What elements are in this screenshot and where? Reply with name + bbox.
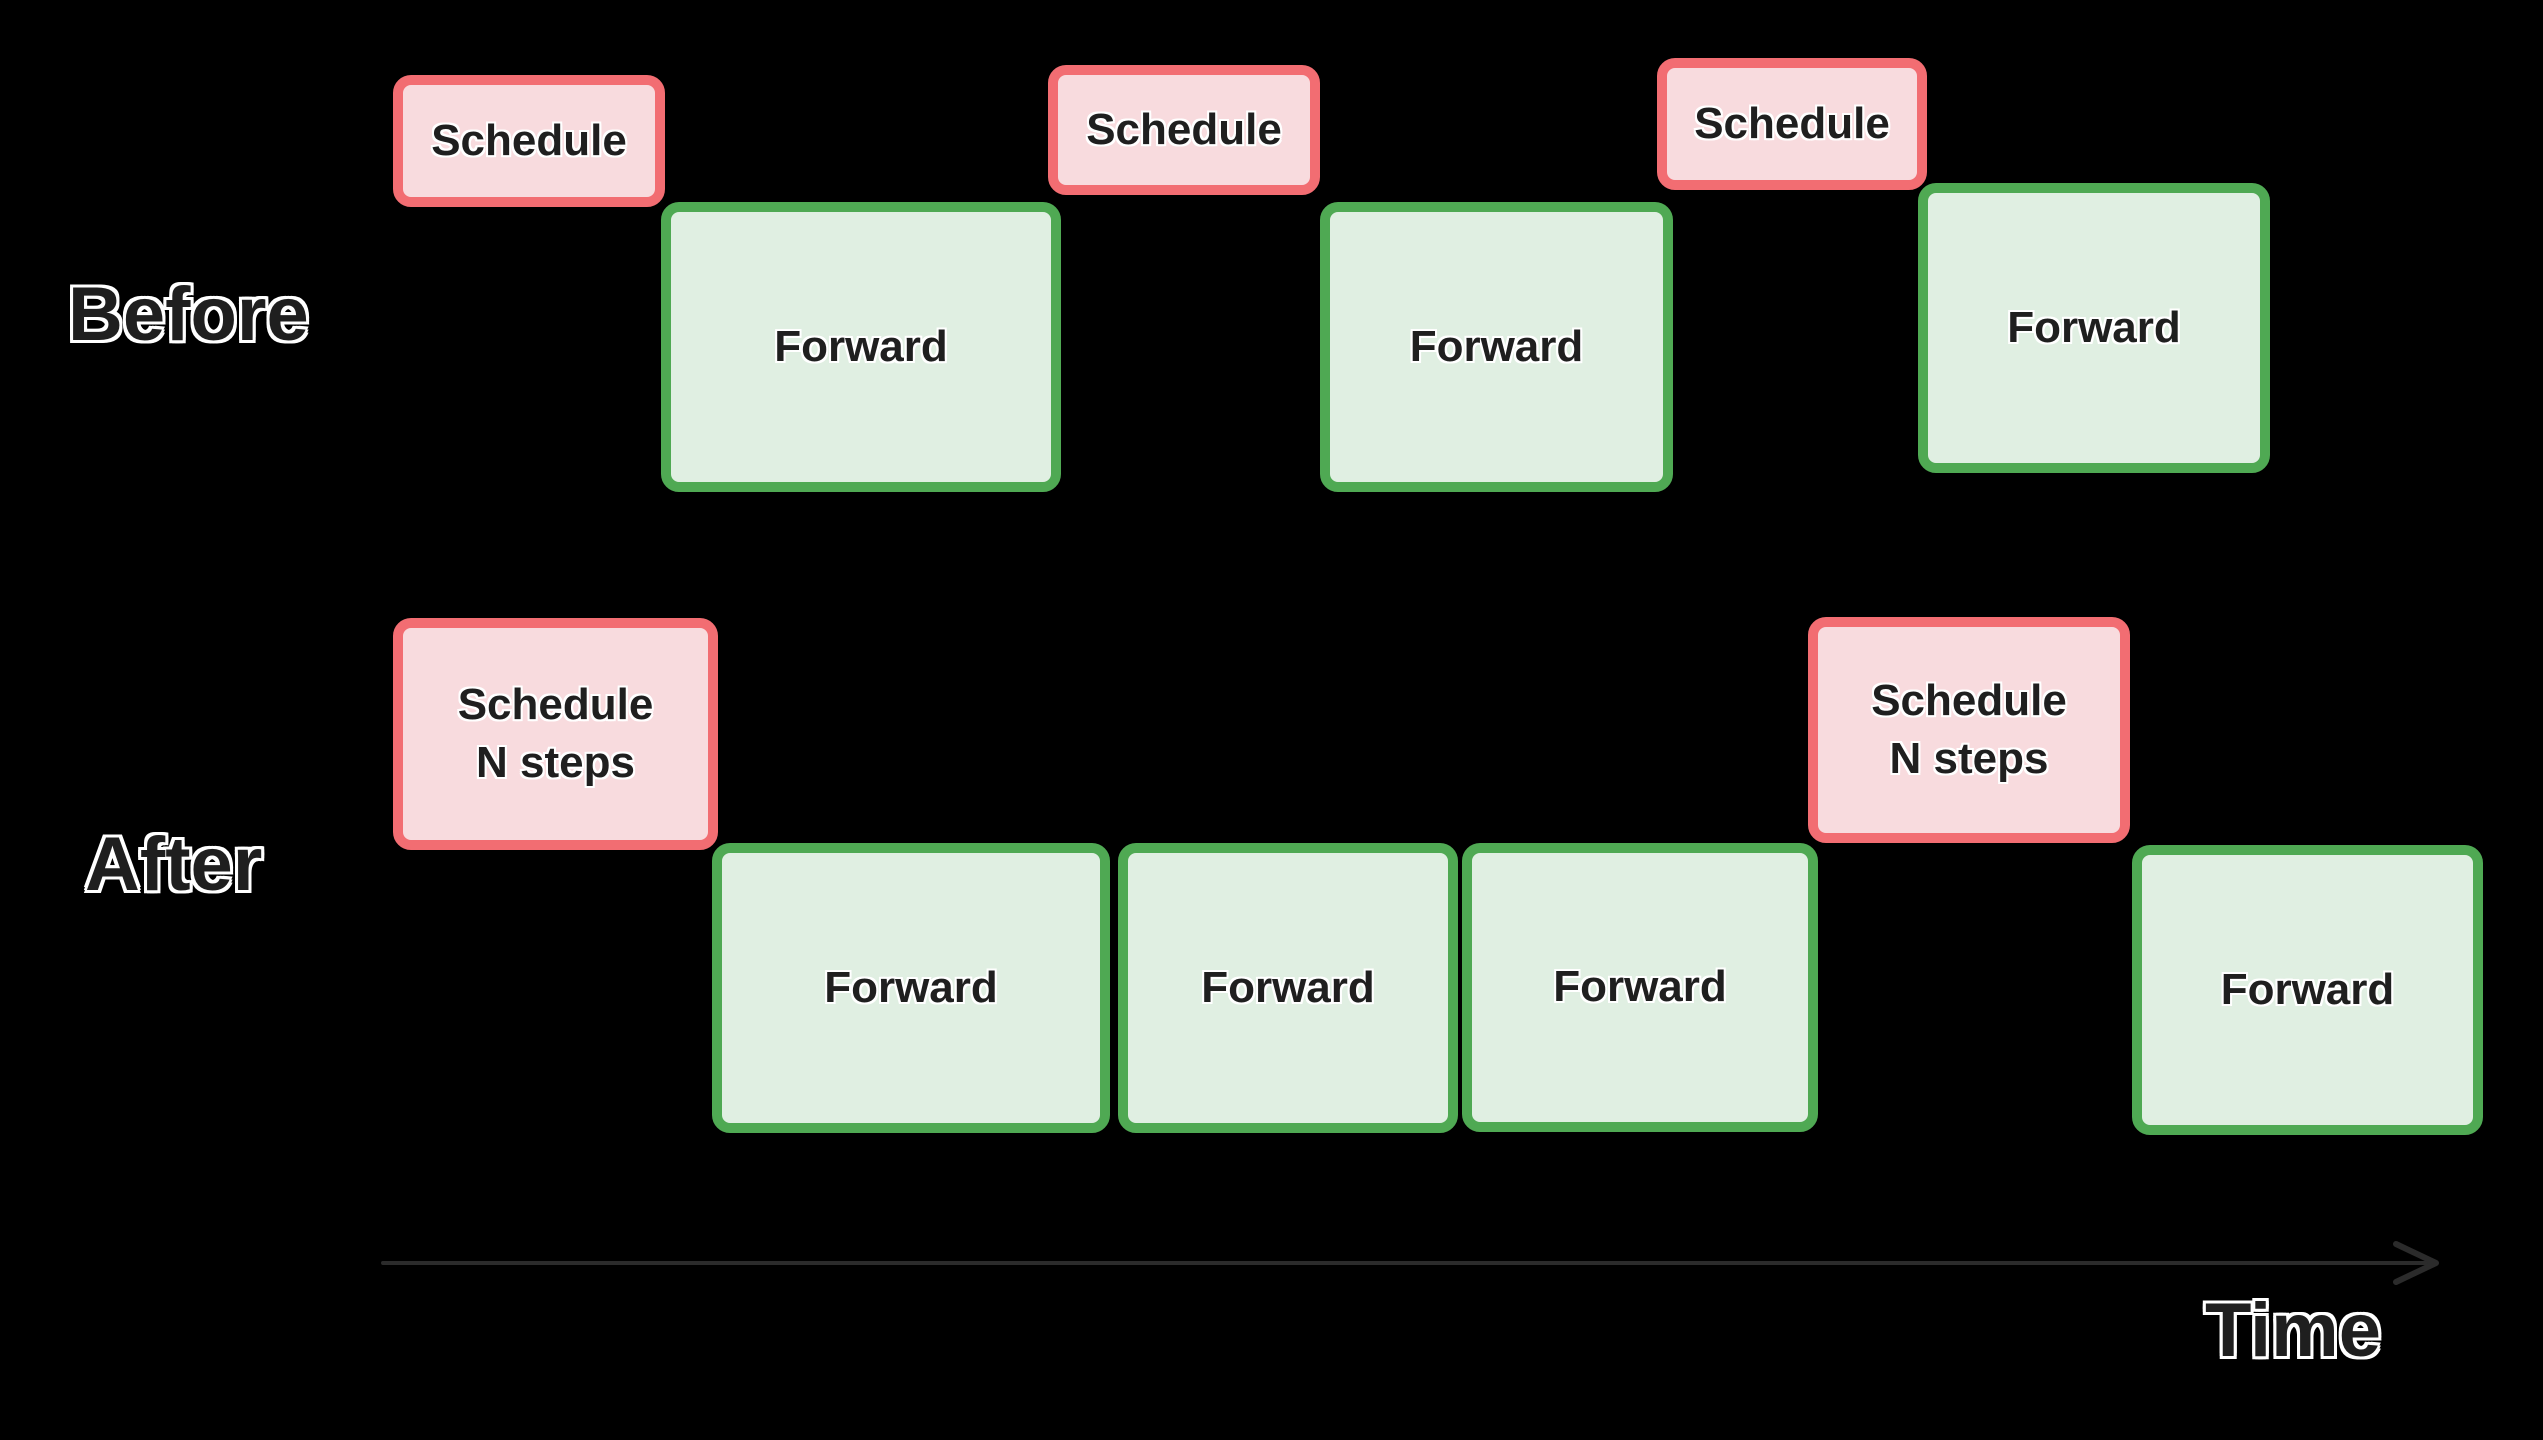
node-label: Forward [2007, 302, 2181, 352]
node-label: Forward [824, 962, 998, 1012]
forward-box-after: Forward [712, 843, 1110, 1133]
node-label: Forward [1201, 962, 1375, 1012]
row-label-after: After [85, 822, 263, 907]
forward-box-before: Forward [1918, 183, 2270, 473]
node-label: Forward [2220, 964, 2395, 1014]
time-arrow-head-icon [2393, 1241, 2439, 1285]
node-label: Schedule [1086, 104, 1282, 154]
node-label: Forward [1409, 321, 1584, 371]
node-label: Schedule [1871, 675, 2067, 725]
node-label: Forward [774, 321, 948, 371]
node-label: Forward [1553, 962, 1727, 1012]
forward-box-after: Forward [1462, 843, 1818, 1132]
row-label-before: Before [68, 272, 309, 357]
schedule-box-before: Schedule [393, 75, 665, 207]
forward-box-after: Forward [2132, 845, 2483, 1135]
schedule-box-after: Schedule N steps [1808, 617, 2130, 843]
node-label: Schedule [431, 115, 627, 165]
time-axis-label: Time [2205, 1288, 2382, 1373]
forward-box-after: Forward [1118, 843, 1458, 1133]
forward-box-before: Forward [1320, 202, 1673, 492]
forward-box-before: Forward [661, 202, 1061, 492]
node-label: N steps [476, 738, 635, 787]
node-label: Schedule [1694, 98, 1890, 148]
node-label: N steps [1889, 734, 2049, 783]
node-label: Schedule [457, 679, 654, 729]
schedule-box-before: Schedule [1048, 65, 1320, 195]
schedule-box-after: Schedule N steps [393, 618, 718, 850]
schedule-box-before: Schedule [1657, 58, 1927, 190]
